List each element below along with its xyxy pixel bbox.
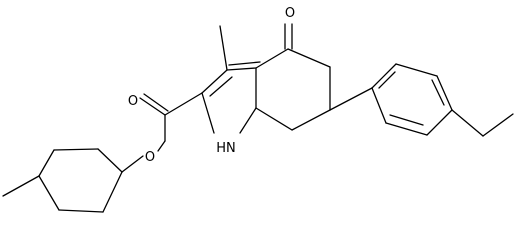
bond-line (329, 87, 373, 111)
bond-line (255, 107, 293, 131)
bond-line (385, 122, 428, 136)
bond-line (201, 92, 215, 134)
bond-line (38, 175, 60, 211)
bond-line (482, 113, 514, 137)
bond-line (287, 48, 331, 68)
bond-line (291, 109, 331, 131)
bond-line (121, 155, 144, 173)
nitrogen-symbol-label: N (226, 141, 236, 156)
nitrogen-hydrogen-label: H (216, 141, 226, 156)
bond-line (239, 107, 257, 134)
bond-line (228, 61, 261, 66)
bond-line (164, 92, 203, 116)
bond-line (426, 109, 453, 136)
bond-line (58, 209, 104, 213)
bond-line (226, 67, 257, 71)
nitrogen-label: HN (216, 141, 236, 156)
bond-line (378, 71, 396, 89)
bond-line (219, 25, 228, 71)
bond-lines (2, 23, 514, 213)
bond-line (436, 75, 453, 111)
bond-line (201, 69, 228, 94)
bond-line (431, 79, 445, 106)
bond-line (97, 148, 123, 173)
ester-oxygen-label: O (145, 150, 155, 165)
bond-line (102, 171, 123, 213)
bond-line (371, 63, 397, 89)
bond-line (53, 148, 99, 151)
bond-line (157, 140, 166, 152)
atom-labels: O O O HN (128, 6, 295, 165)
chemical-structure: O O O HN (2, 6, 514, 213)
bond-line (209, 76, 233, 97)
bond-line (2, 175, 40, 197)
structure-canvas: O O O HN (2, 6, 514, 213)
bond-line (143, 93, 169, 112)
ketone-oxygen-label: O (285, 6, 295, 21)
bond-line (139, 97, 166, 116)
bond-line (255, 48, 289, 69)
bond-line (451, 109, 484, 137)
bond-line (389, 114, 424, 126)
ester-carbonyl-oxygen-label: O (128, 94, 138, 109)
bond-line (371, 87, 387, 124)
bond-line (38, 149, 55, 177)
bond-line (395, 63, 438, 77)
